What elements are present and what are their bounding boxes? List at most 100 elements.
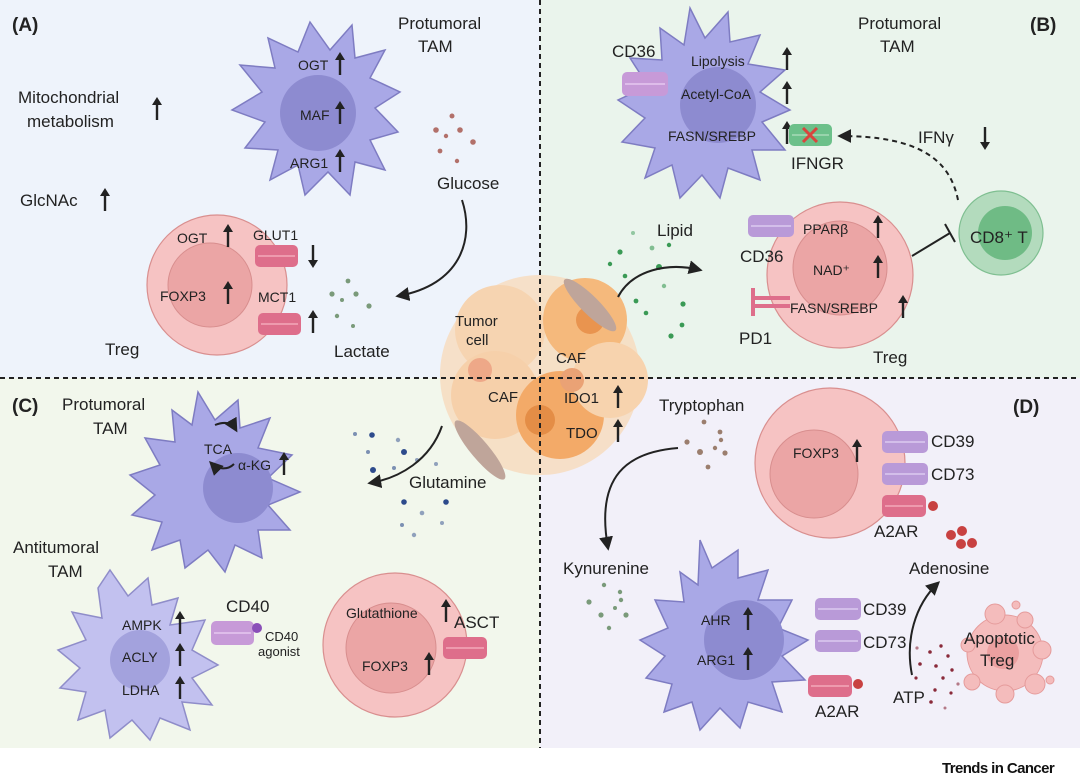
tca-cycle-arrow-icon-2 (209, 461, 235, 476)
lactate-molecules-icon (329, 278, 372, 328)
panel-b-tam-cd36-receptor-icon (622, 72, 668, 96)
panel-a-protumoral-tam-cell (230, 20, 402, 197)
panel-b-tam-marker-lipolysis: Lipolysis (691, 53, 745, 69)
journal-name: Trends in Cancer (942, 760, 1055, 777)
atp-label: ATP (893, 688, 925, 707)
cd8-t-cell-label: CD8⁺ T (970, 228, 1028, 247)
tumor-cell-label-2: cell (466, 332, 489, 349)
panel-a-tam-marker-ogt: OGT (298, 57, 329, 73)
mitochondrial-metabolism-label-2: metabolism (27, 112, 114, 131)
atp-to-adenosine-arrow (908, 581, 941, 676)
cd40-agonist-icon (252, 623, 262, 633)
panel-d-tam-cd73-receptor-icon (815, 630, 861, 652)
panel-b-treg-marker-nad: NAD⁺ (813, 262, 850, 278)
adenosine-label: Adenosine (909, 559, 989, 578)
tumor-cell-label: Tumor (455, 313, 498, 330)
tryptophan-to-kynurenine-arrow (599, 447, 679, 551)
panel-c-antitumoral-tam-title-2: TAM (48, 562, 83, 581)
glutamine-molecules-icon (353, 432, 449, 538)
panel-c-antitumoral-tam-cell (56, 568, 220, 742)
panel-d-treg-cd39-label: CD39 (931, 432, 974, 451)
panel-a-tam-title-2: TAM (418, 37, 453, 56)
tca-label: TCA (204, 441, 233, 457)
apoptotic-treg-cell (960, 600, 1055, 704)
tryptophan-label: Tryptophan (659, 396, 744, 415)
anti-tam-marker-ampk: AMPK (122, 617, 162, 633)
tryptophan-molecules-icon (684, 419, 728, 470)
panel-d-treg-cd73-receptor-icon (882, 463, 928, 485)
asct-transporter-icon (443, 637, 487, 659)
cd40-agonist-label-2: agonist (258, 644, 300, 659)
caf-to-lipid-arrow (617, 260, 703, 298)
cd40-receptor-icon (211, 621, 262, 645)
caf-label-top: CAF (556, 350, 586, 367)
panel-d-treg-cd39-receptor-icon (882, 431, 928, 453)
panel-c-treg-cell (322, 572, 468, 718)
panel-b-treg-cell (766, 201, 914, 349)
atp-molecules-icon (914, 644, 960, 710)
anti-tam-marker-ldha: LDHA (122, 682, 160, 698)
panel-b-treg-label: Treg (873, 348, 907, 367)
panel-d-tam-cd73-label: CD73 (863, 633, 906, 652)
caf-label-bottom: CAF (488, 389, 518, 406)
panel-d-treg-cd73-label: CD73 (931, 465, 974, 484)
panel-c-protumoral-tam-title: Protumoral (62, 395, 145, 414)
panel-c-treg-marker-foxp3: FOXP3 (362, 658, 408, 674)
panel-b-treg-cd36-receptor-icon (748, 215, 794, 237)
panel-b-treg-marker-fasn-srebp: FASN/SREBP (790, 300, 878, 316)
panel-d-tam-a2ar-label: A2AR (815, 702, 859, 721)
ifngr-label: IFNGR (791, 154, 844, 173)
panel-a-treg-marker-ogt: OGT (177, 230, 208, 246)
panel-c-antitumoral-tam-title: Antitumoral (13, 538, 99, 557)
panel-a-treg-label: Treg (105, 340, 139, 359)
cd40-label: CD40 (226, 597, 269, 616)
glcnac-label: GlcNAc (20, 191, 78, 210)
tdo-label: TDO (566, 425, 598, 442)
panel-b-protumoral-tam-cell (616, 5, 792, 200)
apoptotic-treg-label-2: Treg (980, 651, 1014, 670)
panel-d-tam-cd39-label: CD39 (863, 600, 906, 619)
panel-b-tam-marker-fasn-srebp: FASN/SREBP (668, 128, 756, 144)
glut1-label: GLUT1 (253, 227, 298, 243)
glucose-to-lactate-arrow (395, 199, 468, 301)
anti-tam-marker-acly: ACLY (122, 649, 158, 665)
panel-c-protumoral-tam-title-2: TAM (93, 419, 128, 438)
panel-b-letter: (B) (1030, 15, 1056, 36)
pd1-label: PD1 (739, 329, 772, 348)
ifng-label: IFNγ (918, 128, 954, 147)
panel-d-treg-a2ar-label: A2AR (874, 522, 918, 541)
panel-b-tam-title-2: TAM (880, 37, 915, 56)
panel-a-treg-marker-foxp3: FOXP3 (160, 288, 206, 304)
panel-d-tam-cd39-receptor-icon (815, 598, 861, 620)
pd1-receptor-icon (751, 288, 790, 316)
footer-background (0, 748, 1080, 781)
panel-d-letter: (D) (1013, 397, 1039, 418)
panel-a-tam-title: Protumoral (398, 14, 481, 33)
panel-b-treg-marker-pparb: PPARβ (803, 221, 848, 237)
panel-d-tam-cell (638, 539, 810, 732)
panel-d-tam-marker-ahr: AHR (701, 612, 731, 628)
panel-d-treg-cell (754, 387, 906, 539)
treg-inhibits-cd8-line (911, 223, 956, 257)
lipid-label: Lipid (657, 221, 693, 240)
cd40-agonist-label: CD40 (265, 629, 298, 644)
panel-d-tam-marker-arg1: ARG1 (697, 652, 735, 668)
mitochondrial-metabolism-label: Mitochondrial (18, 88, 119, 107)
panel-b-tam-cd36-label: CD36 (612, 42, 655, 61)
tumor-cluster (440, 275, 648, 480)
panel-d-tam-a2ar-receptor-icon (808, 675, 863, 697)
panel-a-tam-marker-arg1: ARG1 (290, 155, 328, 171)
panel-a-letter: (A) (12, 15, 38, 36)
glucose-label: Glucose (437, 174, 499, 193)
lactate-label: Lactate (334, 342, 390, 361)
alpha-kg-label: α-KG (238, 457, 271, 473)
panel-d-treg-marker-foxp3: FOXP3 (793, 445, 839, 461)
mct1-transporter-icon (258, 313, 301, 335)
glutamine-label: Glutamine (409, 473, 486, 492)
apoptotic-treg-label: Apoptotic (964, 629, 1035, 648)
glucose-molecules-icon (433, 113, 476, 164)
kynurenine-label: Kynurenine (563, 559, 649, 578)
lipid-molecules-icon (607, 231, 686, 339)
mct1-label: MCT1 (258, 289, 296, 305)
